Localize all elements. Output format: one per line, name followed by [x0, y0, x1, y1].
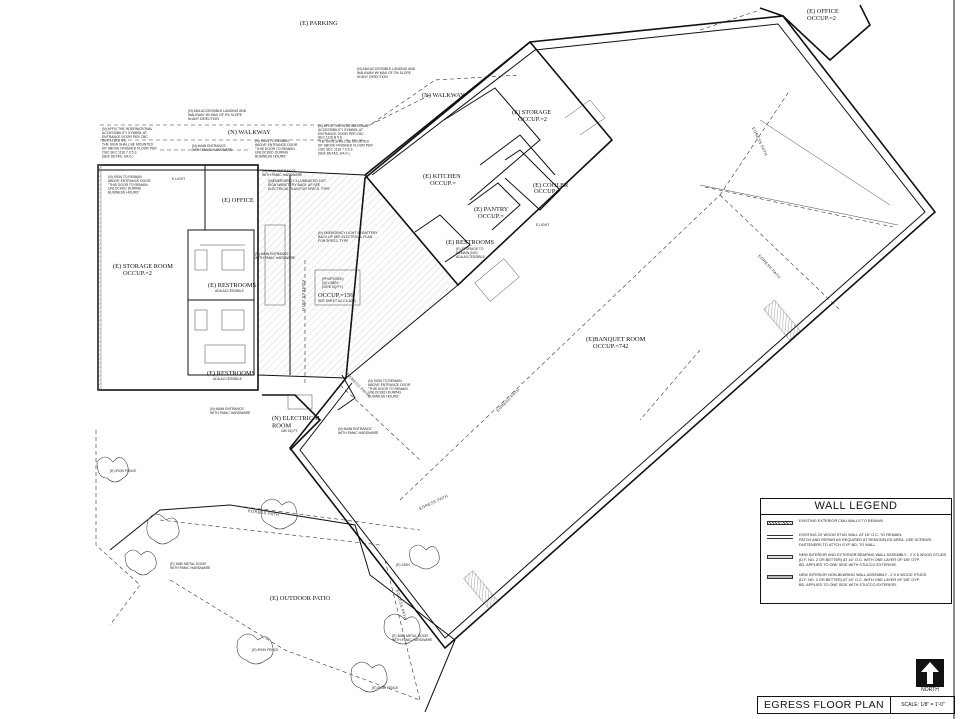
- room-restrooms-1-note: ADA ACCESSIBLE: [215, 289, 245, 293]
- room-cooler-occ: OCCUP.=: [534, 188, 560, 195]
- legend-swatch-hatch: [767, 521, 793, 525]
- room-parking: (E) PARKING: [300, 20, 338, 27]
- room-banquet: (E)BANQUET ROOM: [586, 336, 646, 343]
- title-block: EGRESS FLOOR PLAN SCALE: 1/8" = 1'-0": [757, 696, 955, 714]
- legend-swatch-double: [767, 535, 793, 539]
- room-restrooms-2: (E) RESTROOMS: [207, 370, 256, 377]
- north-arrow: NORTH: [916, 659, 944, 695]
- room-restrooms-3: (E) RESTROOMS: [446, 239, 495, 246]
- egress-label-7: EGRESS PATH: [395, 589, 408, 620]
- note-iron-fence-1: (E) IRON FENCE: [110, 469, 137, 473]
- note-iron-fence-3: (E) IRON FENCE: [372, 686, 399, 690]
- room-walkway-2: (N) WALKWAY: [228, 129, 271, 136]
- room-patio: (E) OUTDOOR PATIO: [270, 595, 331, 602]
- room-storage-top: (E) STORAGE: [512, 109, 551, 116]
- patio: [95, 430, 456, 713]
- room-restrooms-1: (E) RESTROOMS: [208, 282, 257, 289]
- drawing-scale: SCALE: 1/8" = 1'-0": [901, 702, 945, 708]
- room-office-top-occ: OCCUP.=2: [807, 15, 836, 22]
- egress-label-8: EGRESS PATH: [418, 493, 448, 511]
- legend-swatch-dots: [767, 555, 793, 559]
- egress-label-3: EGRESS PATH: [495, 387, 521, 413]
- electrical-room: [262, 374, 356, 451]
- legend-text: NEW INTERIOR AND EXTERIOR BEARING WALL A…: [799, 553, 947, 567]
- room-pantry-occ: OCCUP.=: [478, 213, 504, 220]
- room-office-left: (E) OFFICE: [222, 197, 254, 204]
- room-walkway-1: (N) WALKWAY: [422, 92, 465, 99]
- note-e-light-1: E.LIGHT: [172, 177, 185, 181]
- legend-text: NEW INTERIOR NON-BEARING WALL ASSEMBLY -…: [799, 573, 927, 587]
- room-lobby-occ: OCCUP.=156: [318, 292, 353, 299]
- room-restrooms-2-note: ADA ACCESSIBLE: [213, 377, 243, 381]
- legend-text: EXISTING 2X WOOD STUD WALL AT 16" O.C. T…: [799, 533, 932, 547]
- room-banquet-occ: OCCUP.=742: [593, 343, 628, 350]
- north-label: NORTH: [921, 687, 939, 693]
- drawing-title: EGRESS FLOOR PLAN: [758, 697, 891, 713]
- room-storage-top-occ: OCCUP.=2: [518, 116, 547, 123]
- note-sign: (E) SIGN: [396, 563, 410, 567]
- office-top-walls: [699, 4, 871, 62]
- wall-legend: WALL LEGEND EXISTING EXTERIOR CMU WALLS …: [760, 498, 952, 604]
- legend-text: EXISTING EXTERIOR CMU WALLS TO REMAIN: [799, 519, 883, 523]
- note-iron-fence-2: (E) IRON FENCE: [252, 648, 279, 652]
- room-electrical-area: 180 SQ.FT.: [281, 429, 298, 433]
- note-e-light-2: E.LIGHT: [536, 223, 549, 227]
- egress-label-5: EGRESS PATH: [751, 126, 769, 156]
- room-pantry: (E) PANTRY: [474, 206, 509, 213]
- room-storage-room-occ: OCCUP.=2: [123, 270, 152, 277]
- sheet-edge: [953, 0, 955, 719]
- egress-paths: [229, 89, 841, 701]
- room-office-top: (E) OFFICE: [807, 8, 839, 15]
- egress-label-1: EGRESS PATH: [301, 280, 306, 311]
- kitchen-block-walls: [363, 40, 614, 302]
- banquet-walls: [288, 15, 937, 650]
- legend-title: WALL LEGEND: [761, 499, 951, 515]
- walkways: [100, 74, 521, 151]
- egress-label-4: EGRESS PATH: [757, 253, 782, 280]
- legend-swatch-grey: [767, 575, 793, 579]
- room-cooler: (E) COOLER: [533, 182, 569, 189]
- north-arrow-icon: [916, 659, 944, 687]
- lobby-area: [257, 169, 459, 379]
- room-kitchen: (E) KITCHEN: [423, 173, 461, 180]
- room-kitchen-occ: OCCUP.=: [430, 180, 456, 187]
- room-labels: (E) PARKING (E) OFFICE OCCUP.=2 (N) WALK…: [113, 8, 839, 602]
- room-lobby-note: SEE SHEET A2.2 & A2.3: [318, 299, 356, 303]
- room-lobby: (PROPOSED)(N) LOBBY(2578 SQ.FT.): [322, 277, 343, 289]
- room-storage-room: (E) STORAGE ROOM: [113, 263, 173, 270]
- egress-label-6: EGRESS PATH: [248, 508, 280, 517]
